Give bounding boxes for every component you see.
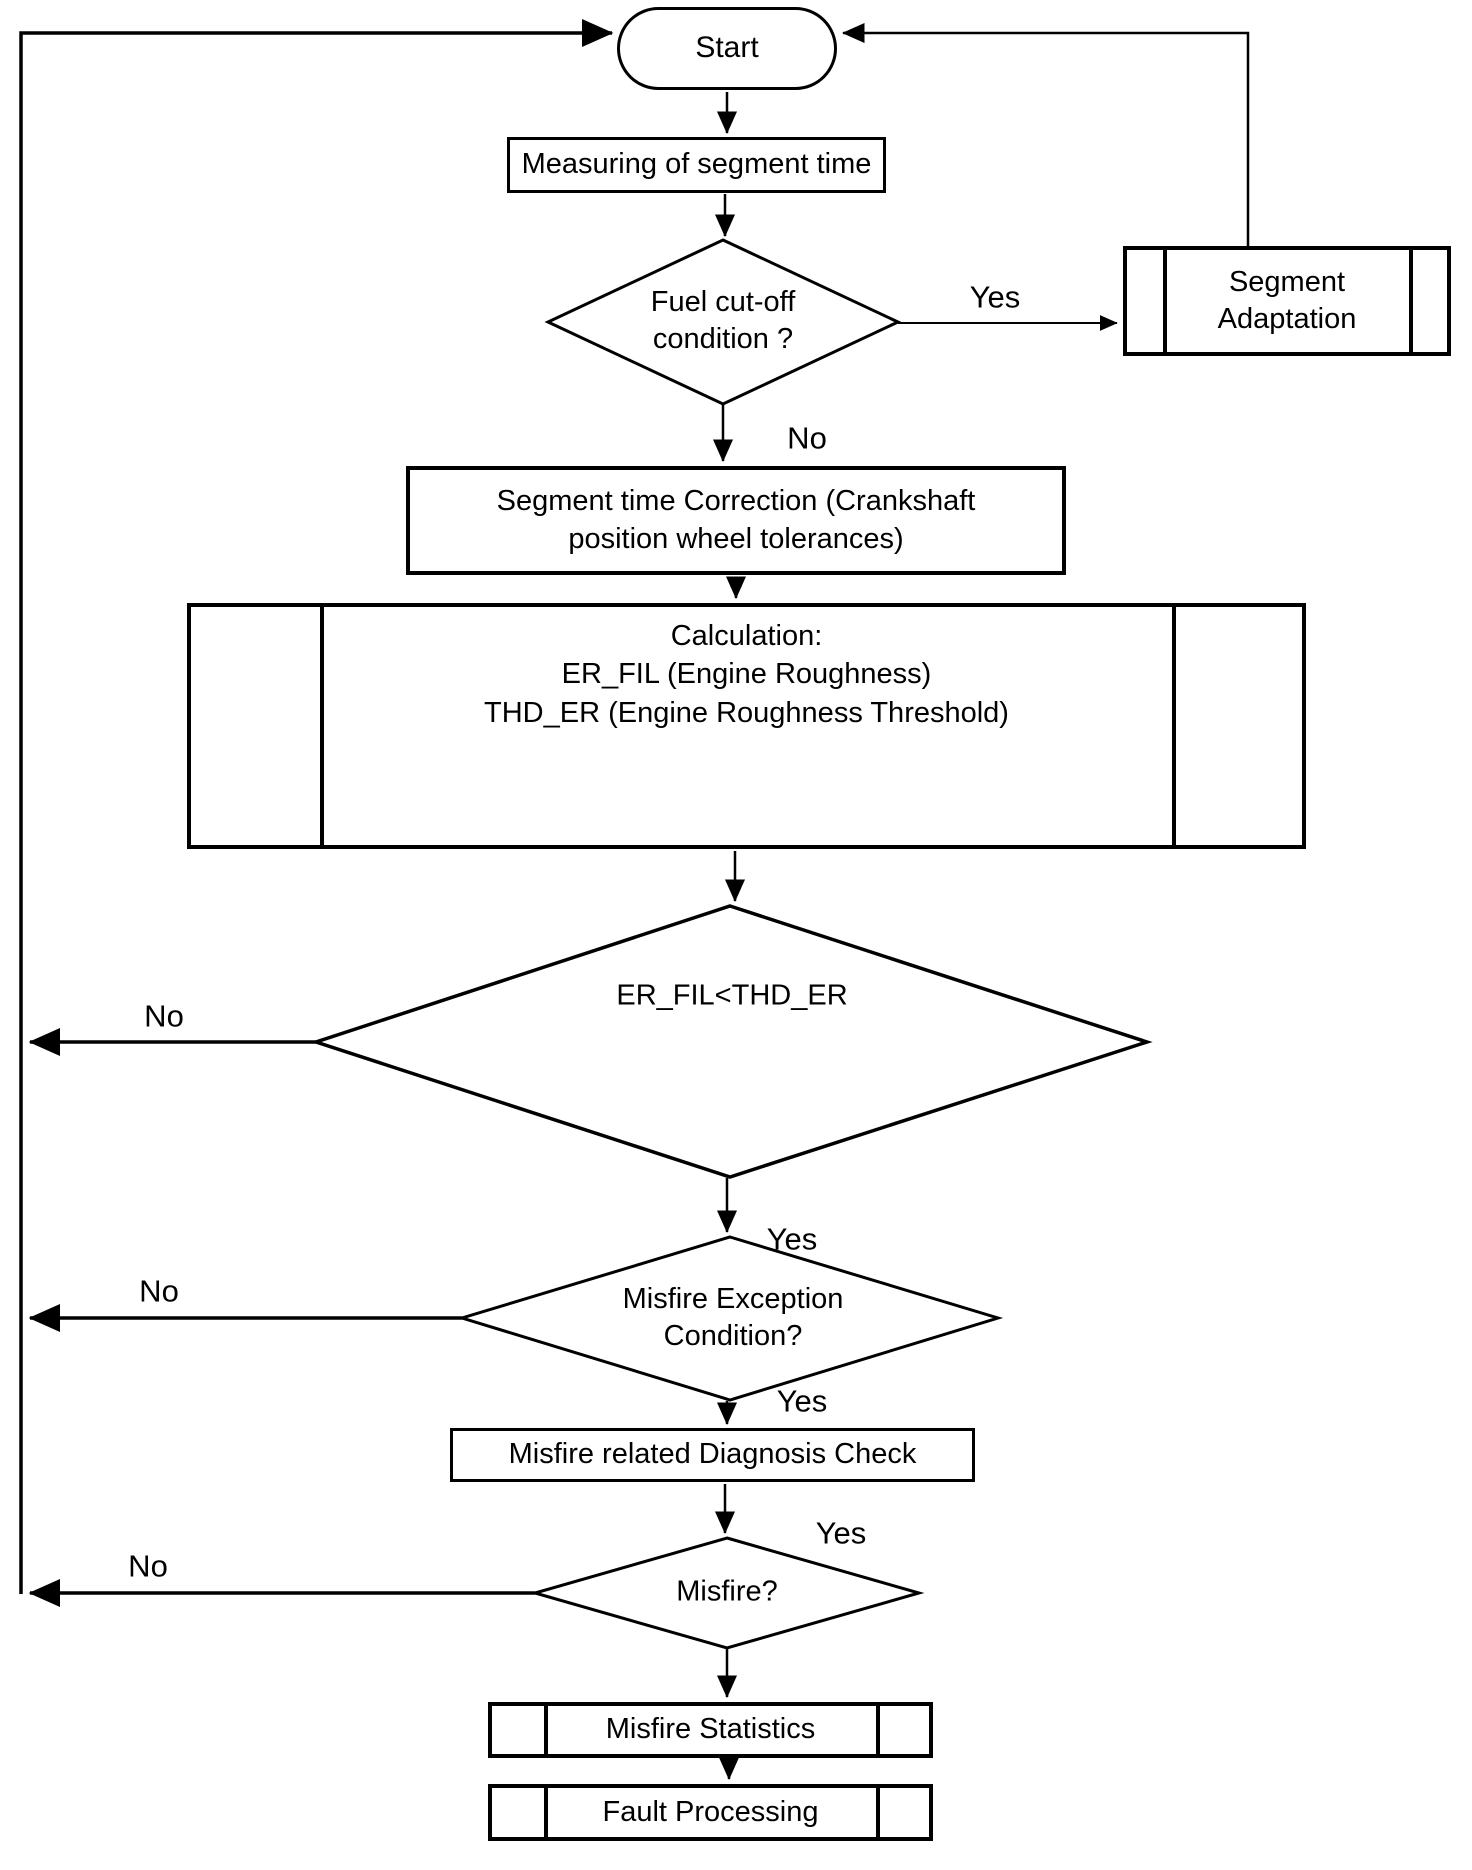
- misfire-statistics-label: Misfire Statistics: [605, 1713, 816, 1746]
- calculation-box: Calculation: ER_FIL (Engine Roughness) T…: [187, 603, 1306, 849]
- segment-adaptation-box: Segment Adaptation: [1123, 246, 1451, 356]
- predefined-right-bar: [876, 1706, 880, 1754]
- edge-label-er-yes: Yes: [766, 1221, 818, 1257]
- predefined-left-bar: [1163, 250, 1167, 352]
- calculation-label: Calculation: ER_FIL (Engine Roughness) T…: [484, 620, 1009, 729]
- er-compare-label: ER_FIL<THD_ER: [616, 979, 848, 1012]
- misfire-exception-diamond: [456, 1235, 1004, 1402]
- edge-label-fuel-yes: Yes: [969, 279, 1021, 315]
- edge-adaptation-to-start: [842, 23, 1250, 248]
- predefined-right-bar: [1409, 250, 1413, 352]
- edge-no-collector-to-start: [19, 19, 614, 1594]
- predefined-left-bar: [320, 607, 324, 845]
- misfire-label: Misfire?: [676, 1575, 778, 1608]
- misfire-diamond: [529, 1536, 925, 1650]
- start-terminator: Start: [617, 7, 837, 90]
- misfire-statistics-box: Misfire Statistics: [488, 1702, 933, 1758]
- predefined-right-bar: [876, 1788, 880, 1837]
- segment-adaptation-label: Segment Adaptation: [1217, 265, 1357, 335]
- fault-processing-label: Fault Processing: [602, 1795, 819, 1828]
- measuring-box: Measuring of segment time: [507, 137, 886, 193]
- edge-label-misfire-no: No: [128, 1548, 168, 1584]
- fuel-cutoff-label: Fuel cut-off condition ?: [650, 285, 796, 355]
- misfire-exception-label: Misfire Exception Condition?: [622, 1282, 844, 1352]
- edge-label-er-no: No: [144, 998, 184, 1034]
- predefined-left-bar: [544, 1706, 548, 1754]
- edge-label-misfire-yes: Yes: [815, 1515, 867, 1551]
- fuel-cutoff-diamond: [544, 238, 902, 406]
- predefined-left-bar: [544, 1788, 548, 1837]
- predefined-right-bar: [1172, 607, 1176, 845]
- er-compare-diamond: [310, 904, 1153, 1179]
- edge-label-exception-no: No: [139, 1273, 179, 1309]
- diagnosis-check-box: Misfire related Diagnosis Check: [450, 1428, 975, 1482]
- fault-processing-box: Fault Processing: [488, 1784, 933, 1841]
- edge-label-fuel-no: No: [787, 420, 827, 456]
- edge-label-exception-yes: Yes: [776, 1383, 828, 1419]
- segment-correction-box: Segment time Correction (Crankshaft posi…: [406, 466, 1066, 575]
